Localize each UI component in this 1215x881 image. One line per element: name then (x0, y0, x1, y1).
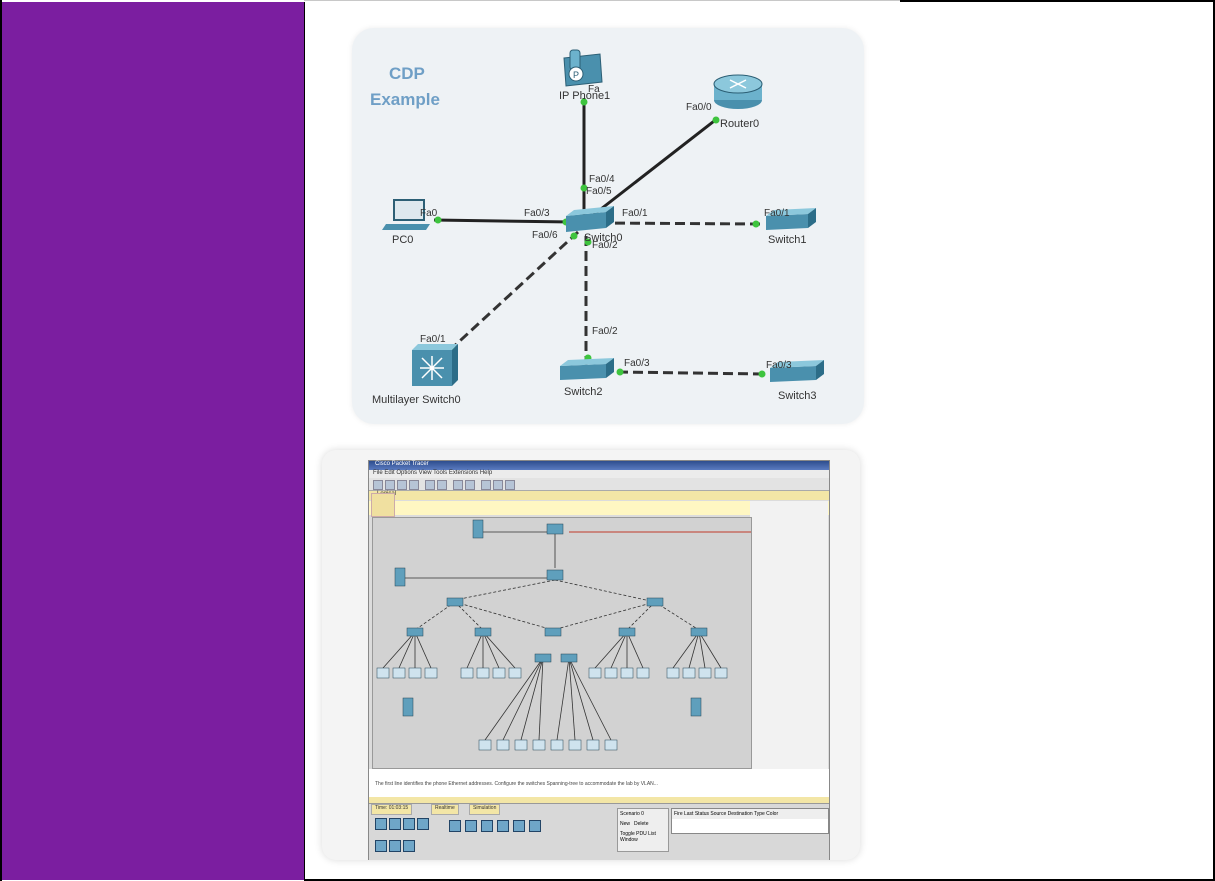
redo-icon[interactable] (465, 480, 475, 490)
port-label-pc-fa0: Fa0 (420, 208, 438, 219)
hubs-category-icon[interactable] (403, 818, 415, 830)
pt-workspace-strip (369, 501, 829, 515)
pt-pdu-table: Fire Last Status Source Destination Type… (671, 808, 829, 834)
save-icon[interactable] (397, 480, 407, 490)
label-switch0: Switch0 (584, 232, 623, 244)
switch0-icon[interactable] (566, 206, 614, 232)
pt-delete-scenario-button[interactable]: Delete (634, 821, 649, 827)
label-switch2: Switch2 (564, 386, 603, 398)
connections-category-icon[interactable] (375, 840, 387, 852)
pt-scenario-panel: Scenario 0 New Delete Toggle PDU List Wi… (617, 808, 669, 852)
port-label-sw-fa02: Fa0/2 (592, 240, 618, 251)
label-router0: Router0 (720, 118, 760, 130)
page-frame-bottom (304, 879, 1215, 881)
pt-titlebar: Cisco Packet Tracer (369, 461, 829, 470)
pt-logical-bar: Logical (369, 491, 829, 500)
pt-scenario-select[interactable]: Scenario 0 (620, 811, 644, 817)
topology-links: P (382, 49, 824, 386)
label-ip-phone: IP Phone1 (559, 90, 611, 102)
device-model-4-icon[interactable] (497, 820, 509, 832)
wan-emulation-category-icon[interactable] (403, 840, 415, 852)
pt-logical-logo-icon (371, 493, 395, 517)
device-model-6-icon[interactable] (529, 820, 541, 832)
pt-horizontal-scrollbar[interactable] (369, 797, 829, 803)
copy-icon[interactable] (425, 480, 435, 490)
print-icon[interactable] (409, 480, 419, 490)
diagram-title-line1: CDP (389, 64, 425, 83)
pt-simulation-tab[interactable]: Simulation (469, 804, 501, 815)
pc-icon[interactable] (382, 199, 430, 230)
label-switch3: Switch3 (778, 390, 817, 402)
pt-new-scenario-button[interactable]: New (620, 821, 631, 827)
device-model-5-icon[interactable] (513, 820, 525, 832)
pt-bottom-toolbar: Time: 01:03:15 Realtime Simulation Scena… (369, 803, 829, 860)
port-label-sw2-fa02: Fa0/2 (592, 326, 618, 337)
cdp-topology-diagram: P (352, 28, 864, 424)
link-switch2-switch3 (617, 370, 765, 376)
device-model-1-icon[interactable] (449, 820, 461, 832)
svg-text:P: P (573, 70, 579, 80)
switch1-icon[interactable] (766, 208, 816, 230)
zoom-reset-icon[interactable] (505, 480, 515, 490)
link-switch0-multilayer (448, 230, 580, 352)
pt-time-tab[interactable]: Time: 01:03:15 (371, 804, 413, 815)
pt-menubar: File Edit Options View Tools Extensions … (369, 470, 829, 478)
device-model-3-icon[interactable] (481, 820, 493, 832)
routers-category-icon[interactable] (375, 818, 387, 830)
ip-phone-icon[interactable]: P (563, 49, 603, 87)
link-router-switch0 (591, 116, 719, 218)
end-devices-category-icon[interactable] (389, 840, 401, 852)
pt-realtime-tab[interactable]: Realtime (431, 804, 459, 815)
pt-canvas-extension (750, 501, 828, 771)
port-label-sw1-fa01: Fa0/1 (764, 208, 790, 219)
port-label-ml-fa01: Fa0/1 (420, 334, 446, 345)
page-frame-right (1213, 0, 1215, 881)
port-label-sw-fa05: Fa0/5 (586, 186, 612, 197)
port-label-phone: Fa (588, 84, 600, 95)
wireless-category-icon[interactable] (417, 818, 429, 830)
pt-network-topology (376, 519, 751, 751)
pt-workspace-canvas[interactable] (372, 517, 752, 769)
port-label-sw-fa04: Fa0/4 (589, 174, 615, 185)
pt-title-text: Cisco Packet Tracer (375, 461, 429, 467)
device-model-2-icon[interactable] (465, 820, 477, 832)
label-multilayer-switch0: Multilayer Switch0 (372, 394, 461, 406)
paste-icon[interactable] (437, 480, 447, 490)
switch2-icon[interactable] (560, 358, 614, 380)
link-switch0-switch1 (599, 221, 761, 226)
multilayer-switch-icon[interactable] (412, 344, 458, 386)
open-file-icon[interactable] (385, 480, 395, 490)
pt-info-text: The first line identifies the phone Ethe… (375, 781, 658, 787)
pt-pdu-table-header: Fire Last Status Source Destination Type… (672, 809, 828, 819)
diagram-title-line2: Example (370, 90, 440, 109)
port-label-sw2-fa03: Fa0/3 (624, 358, 650, 369)
port-label-router-fa00: Fa0/0 (686, 102, 712, 113)
label-pc0: PC0 (392, 234, 414, 246)
pt-toggle-pdu-button[interactable]: Toggle PDU List Window (620, 831, 656, 843)
label-switch1: Switch1 (768, 234, 807, 246)
pt-window: Cisco Packet Tracer File Edit Options Vi… (368, 460, 830, 860)
pt-toolbar (369, 478, 829, 491)
port-label-sw-fa06: Fa0/6 (532, 230, 558, 241)
page-frame-top-right (900, 0, 1215, 2)
packet-tracer-screenshot: Cisco Packet Tracer File Edit Options Vi… (322, 450, 860, 860)
zoom-in-icon[interactable] (481, 480, 491, 490)
sidebar-panel (2, 2, 305, 880)
new-file-icon[interactable] (373, 480, 383, 490)
port-label-sw-fa03: Fa0/3 (524, 208, 550, 219)
zoom-out-icon[interactable] (493, 480, 503, 490)
router-icon[interactable] (713, 74, 763, 109)
switches-category-icon[interactable] (389, 818, 401, 830)
port-label-sw3-fa03: Fa0/3 (766, 360, 792, 371)
page-frame-top (304, 0, 900, 1)
page-frame-left (0, 0, 2, 881)
switch3-icon[interactable] (770, 360, 824, 382)
port-label-sw-fa01: Fa0/1 (622, 208, 648, 219)
pt-menu-items[interactable]: File Edit Options View Tools Extensions … (373, 470, 493, 476)
undo-icon[interactable] (453, 480, 463, 490)
link-pc-switch0 (433, 218, 573, 224)
